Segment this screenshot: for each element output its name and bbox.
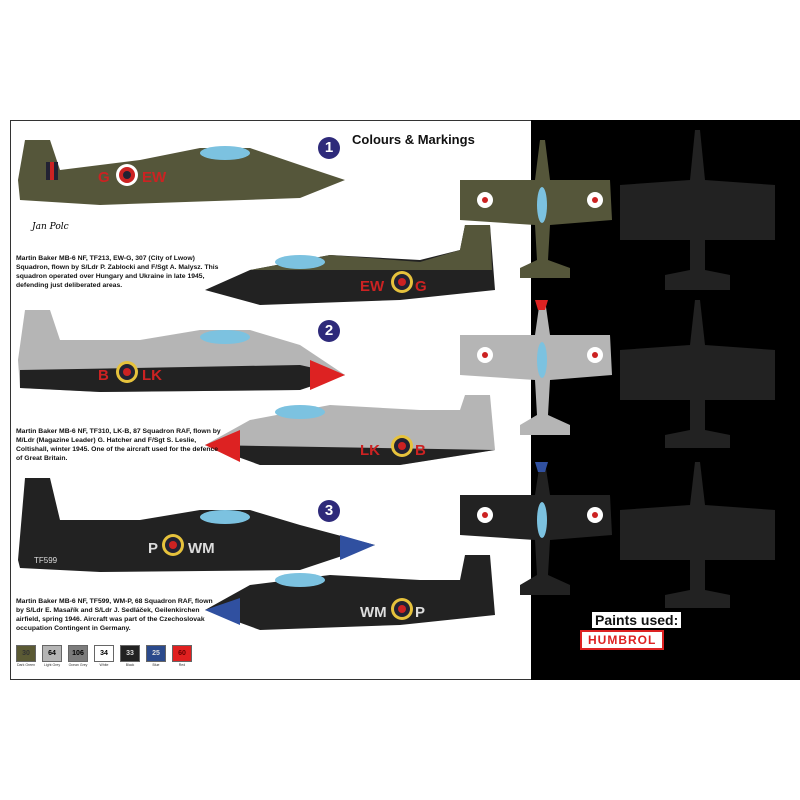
code-3-right: P: [148, 540, 158, 557]
aircraft-top-views: [460, 130, 775, 608]
paint-code: 33: [120, 645, 140, 662]
code-2-left: LK: [142, 367, 162, 384]
paint-name: Light Grey: [43, 663, 61, 667]
scheme-1-description: Martin Baker MB-6 NF, TF213, EW-G, 307 (…: [16, 255, 219, 289]
paint-name: White: [99, 663, 109, 667]
scheme-2-description: Martin Baker MB-6 NF, TF310, LK-B, 87 Sq…: [16, 428, 221, 462]
code-1b-left: EW: [360, 278, 385, 295]
brand-logo: HUMBROL: [580, 630, 665, 650]
paint-code: 34: [94, 645, 114, 662]
code-2-right: B: [98, 367, 109, 384]
aircraft-1-side-left: [18, 140, 345, 205]
code-1-right: G: [98, 169, 110, 186]
paint-name: Dark Green: [16, 663, 36, 667]
scheme-2-badge: 2: [318, 320, 340, 342]
scheme-1-badge: 1: [318, 137, 340, 159]
paint-code: 25: [146, 645, 166, 662]
aircraft-2-side-left: [18, 310, 345, 392]
scheme-3-badge: 3: [318, 500, 340, 522]
aircraft-3-side-right: [205, 555, 495, 630]
code-2b-left: LK: [360, 442, 380, 459]
scheme-3-description: Martin Baker MB-6 NF, TF599, WM-P, 68 Sq…: [16, 598, 213, 632]
paint-code: 60: [172, 645, 192, 662]
serial-3: TF599: [34, 556, 58, 565]
aircraft-3-side-left: [18, 478, 375, 572]
code-3b-left: WM: [360, 604, 387, 621]
paint-name: Black: [125, 663, 135, 667]
paint-code: 30: [16, 645, 36, 662]
code-2b-right: B: [415, 442, 426, 459]
code-3b-right: P: [415, 604, 425, 621]
paint-name: Ocean Grey: [68, 663, 88, 667]
page-title: Colours & Markings: [352, 132, 475, 147]
paint-code: 64: [42, 645, 62, 662]
aircraft-2-side-right: [205, 395, 495, 465]
code-1b-right: G: [415, 278, 427, 295]
signature: Jan Polc: [32, 222, 69, 232]
paint-name: Red: [178, 663, 186, 667]
code-3-left: WM: [188, 540, 215, 557]
paint-code: 106: [68, 645, 88, 662]
paint-name: Blue: [152, 663, 160, 667]
code-1-left: EW: [142, 169, 167, 186]
paints-used-label: Paints used:: [592, 612, 682, 628]
aircraft-1-side-right: [205, 225, 495, 305]
